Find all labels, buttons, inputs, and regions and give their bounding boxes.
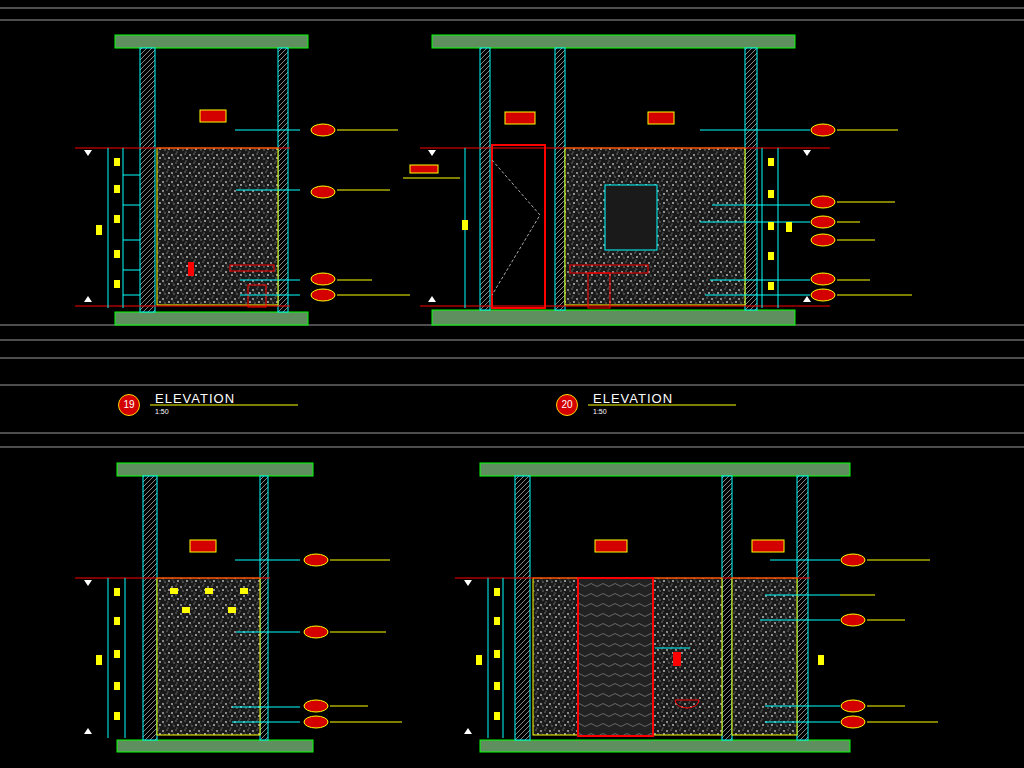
- elevation-title: ELEVATION: [155, 392, 235, 405]
- drawing-number: 19: [123, 400, 134, 410]
- scale-note: 1:50: [155, 408, 169, 415]
- scale-note: 1:50: [593, 408, 607, 415]
- drawing-number-bubble: 20: [556, 394, 578, 416]
- elevation-title: ELEVATION: [593, 392, 673, 405]
- drawing-number-bubble: 19: [118, 394, 140, 416]
- drawing-number: 20: [561, 400, 572, 410]
